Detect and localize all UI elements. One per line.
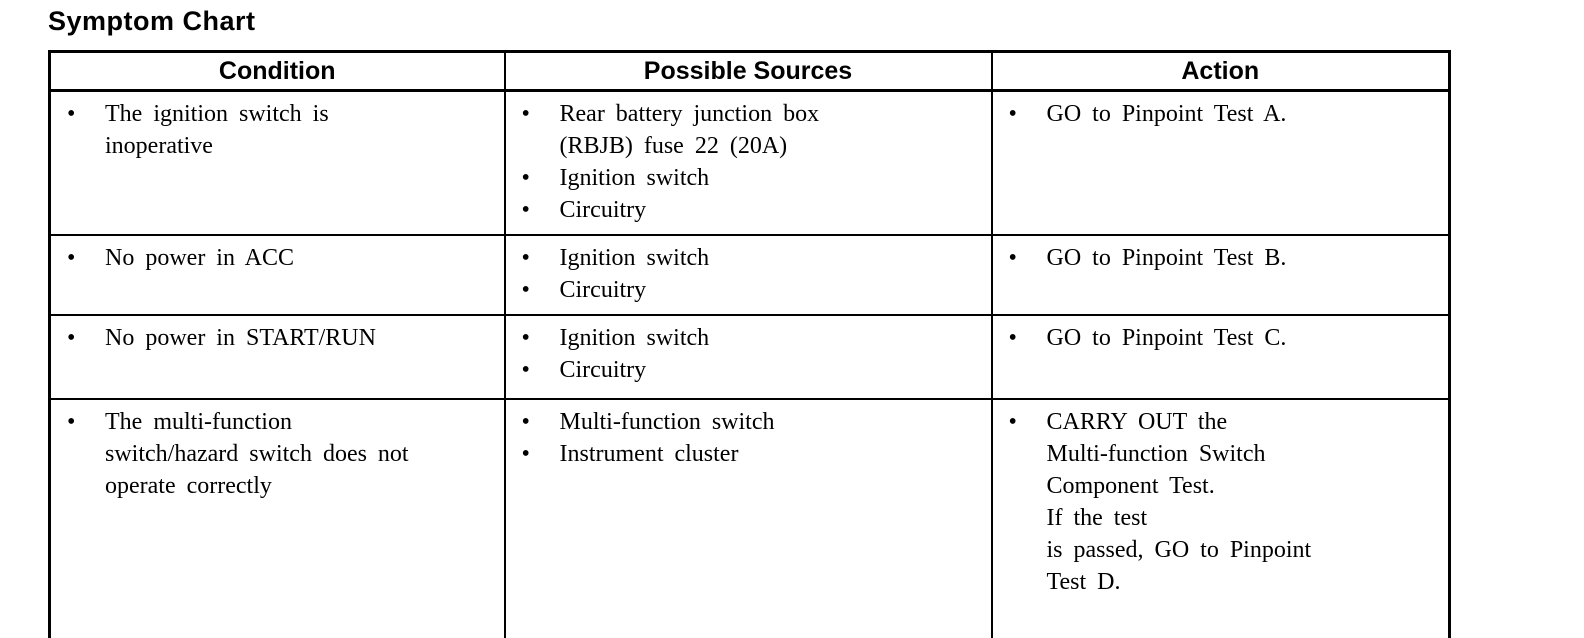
bullet-list: No power in ACC [51,242,496,274]
bullet-item: Ignition switch [506,322,983,354]
symptom-table-body: The ignition switch is inoperative Rear ba… [48,89,1451,638]
bullet-line: Ignition switch [559,165,710,191]
sources-cell: Rear battery junction box (RBJB) fuse 22 … [503,89,993,236]
bullet-line: No power in START/RUN [105,325,376,351]
bullet-line: is passed, GO to Pinpoint [1046,537,1312,563]
bullet-line: The ignition switch is [105,101,329,127]
bullet-line: Ignition switch [559,245,710,271]
bullet-item: Rear battery junction box (RBJB) fuse 22 … [506,98,983,162]
bullet-list: No power in START/RUN [51,322,496,354]
symptom-table: Condition Possible Sources Action The ig… [48,50,1451,638]
bullet-line: Circuitry [559,357,647,383]
table-row: The ignition switch is inoperative Rear ba… [48,89,1451,236]
column-header-action: Action [990,50,1451,92]
bullet-list: Ignition switchCircuitry [506,322,983,386]
table-row: No power in ACC Ignition switchCircuitry G… [48,234,1451,316]
bullet-list: The ignition switch is inoperative [51,98,496,162]
bullet-item: No power in ACC [51,242,496,274]
bullet-list: GO to Pinpoint Test A. [993,98,1441,130]
bullet-line: (RBJB) fuse 22 (20A) [559,133,788,159]
bullet-line: switch/hazard switch does not [105,441,409,467]
bullet-item: Circuitry [506,274,983,306]
bullet-line: Test D. [1046,569,1121,595]
bullet-item: The multi-function switch/hazard switch d… [51,406,496,502]
sources-cell: Ignition switchCircuitry [503,314,993,400]
bullet-list: Multi-function switchInstrument cluster [506,406,983,470]
bullet-line: No power in ACC [105,245,294,271]
symptom-table-header: Condition Possible Sources Action [48,50,1451,92]
sources-cell: Multi-function switchInstrument cluster [503,398,993,638]
bullet-item: GO to Pinpoint Test B. [993,242,1441,274]
sources-cell: Ignition switchCircuitry [503,234,993,316]
bullet-line: operate correctly [105,473,272,499]
bullet-line: Circuitry [559,197,647,223]
bullet-list: The multi-function switch/hazard switch d… [51,406,496,502]
bullet-line: Circuitry [559,277,647,303]
bullet-line: Ignition switch [559,325,710,351]
bullet-item: Instrument cluster [506,438,983,470]
bullet-item: Circuitry [506,194,983,226]
condition-cell: No power in START/RUN [48,314,506,400]
condition-cell: No power in ACC [48,234,506,316]
bullet-item: Circuitry [506,354,983,386]
bullet-item: Ignition switch [506,162,983,194]
bullet-line: GO to Pinpoint Test A. [1046,101,1287,127]
bullet-line: Rear battery junction box [559,101,820,127]
bullet-line: Instrument cluster [559,441,739,467]
action-cell: GO to Pinpoint Test B. [990,234,1451,316]
condition-cell: The ignition switch is inoperative [48,89,506,236]
bullet-list: Ignition switchCircuitry [506,242,983,306]
column-header-condition: Condition [48,50,506,92]
bullet-item: GO to Pinpoint Test C. [993,322,1441,354]
table-row: No power in START/RUN Ignition switchCirc… [48,314,1451,400]
bullet-line: Multi-function Switch [1046,441,1266,467]
bullet-list: GO to Pinpoint Test B. [993,242,1441,274]
action-cell: GO to Pinpoint Test A. [990,89,1451,236]
bullet-line: Multi-function switch [559,409,775,435]
condition-cell: The multi-function switch/hazard switch d… [48,398,506,638]
bullet-item: The ignition switch is inoperative [51,98,496,162]
bullet-list: GO to Pinpoint Test C. [993,322,1441,354]
bullet-item: Multi-function switch [506,406,983,438]
bullet-line: inoperative [105,133,213,159]
bullet-item: No power in START/RUN [51,322,496,354]
bullet-line: GO to Pinpoint Test B. [1046,245,1287,271]
bullet-line: Component Test. [1046,473,1215,499]
bullet-item: GO to Pinpoint Test A. [993,98,1441,130]
action-cell: GO to Pinpoint Test C. [990,314,1451,400]
bullet-line: The multi-function [105,409,292,435]
bullet-item: Ignition switch [506,242,983,274]
column-header-possible-sources: Possible Sources [503,50,993,92]
bullet-line: CARRY OUT the [1046,409,1228,435]
bullet-list: Rear battery junction box (RBJB) fuse 22 … [506,98,983,226]
header-row: Condition Possible Sources Action [48,50,1451,92]
bullet-line: GO to Pinpoint Test C. [1046,325,1287,351]
table-row: The multi-function switch/hazard switch d… [48,398,1451,638]
page-title: Symptom Chart [48,6,256,36]
bullet-line: If the test [1046,505,1148,531]
